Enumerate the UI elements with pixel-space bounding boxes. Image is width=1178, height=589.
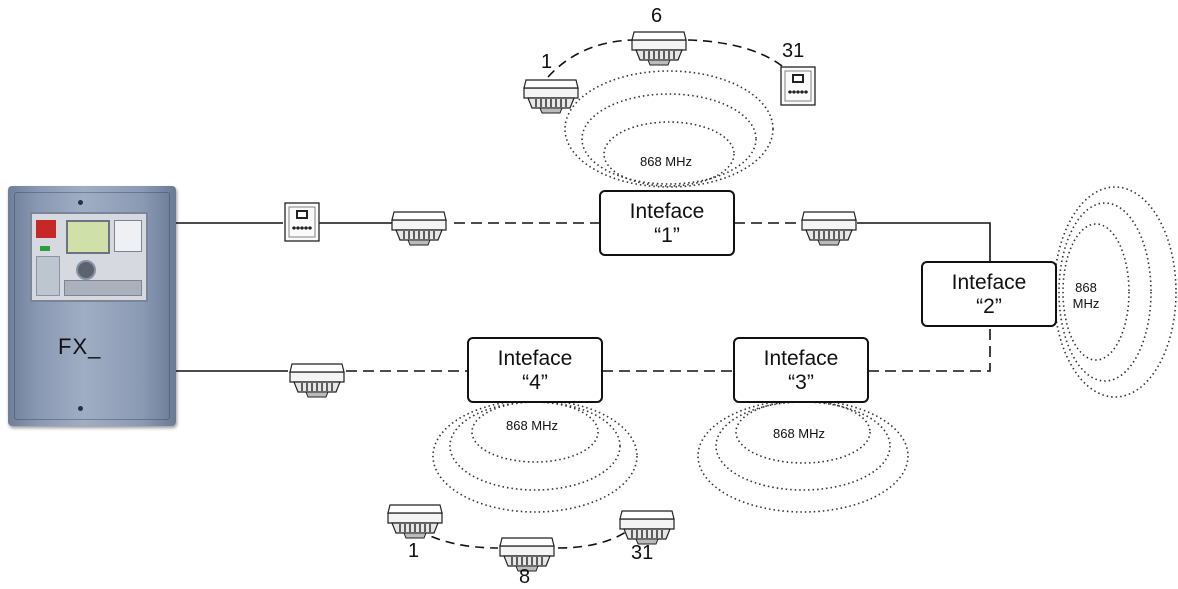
device-number: 1: [408, 540, 420, 562]
frequency-label-right: 868 MHz: [1064, 280, 1108, 312]
device-number: 31: [631, 542, 654, 564]
smoke-detector-icon: [631, 31, 687, 66]
smoke-detector-icon: [523, 79, 579, 114]
interface-1-title: Inteface: [629, 200, 705, 223]
device-number: 31: [782, 40, 805, 62]
manual-call-point-icon: [780, 66, 816, 106]
smoke-detector-icon: [387, 504, 443, 539]
interface-2-number: “2”: [976, 295, 1002, 318]
frequency-unit: MHz: [1072, 296, 1100, 311]
interface-1-number: “1”: [654, 224, 680, 247]
interface-4-number: “4”: [522, 371, 548, 394]
panel-label: FX_: [58, 334, 102, 359]
panel-control-face: [30, 212, 148, 302]
device-number: 6: [651, 5, 663, 27]
panel-info-block: [114, 220, 142, 252]
interface-1: Inteface “1”: [599, 190, 735, 256]
control-knob: [76, 260, 96, 280]
interface-3-number: “3”: [788, 371, 814, 394]
fire-indicator: [36, 220, 56, 238]
status-leds: [36, 256, 60, 296]
fire-alarm-panel: FX_: [8, 186, 176, 426]
radio-coverage-4: [432, 399, 638, 513]
interface-4: Inteface “4”: [467, 337, 603, 403]
radio-coverage-right: [1053, 186, 1177, 398]
device-number: 1: [541, 51, 553, 73]
device-number: 8: [519, 566, 531, 588]
interface-4-title: Inteface: [497, 347, 573, 370]
frequency-label-3: 868 MHz: [773, 426, 826, 441]
radio-links: [346, 222, 991, 372]
wired-loop: [176, 222, 991, 372]
interface-3: Inteface “3”: [733, 337, 869, 403]
frequency-label-top: 868 MHz: [640, 154, 693, 169]
smoke-detector-icon: [391, 211, 447, 246]
panel-screw: [78, 200, 83, 205]
panel-screw: [78, 406, 83, 411]
panel-door: [14, 192, 170, 420]
radio-coverage-top: [564, 70, 774, 188]
frequency-value: 868: [1075, 280, 1097, 295]
wireless-subloop-top: [547, 39, 783, 78]
manual-call-point-icon: [284, 202, 320, 242]
smoke-detector-icon: [801, 211, 857, 246]
interface-3-title: Inteface: [763, 347, 839, 370]
panel-buttons: [64, 280, 142, 296]
frequency-label-4: 868 MHz: [506, 418, 559, 433]
radio-coverage-3: [697, 399, 909, 513]
smoke-detector-icon: [289, 363, 345, 398]
interface-2-title: Inteface: [951, 271, 1027, 294]
interface-2: Inteface “2”: [921, 261, 1057, 327]
lcd-display: [66, 220, 110, 254]
status-led-green: [40, 246, 50, 251]
smoke-detector-icon: [619, 510, 675, 545]
